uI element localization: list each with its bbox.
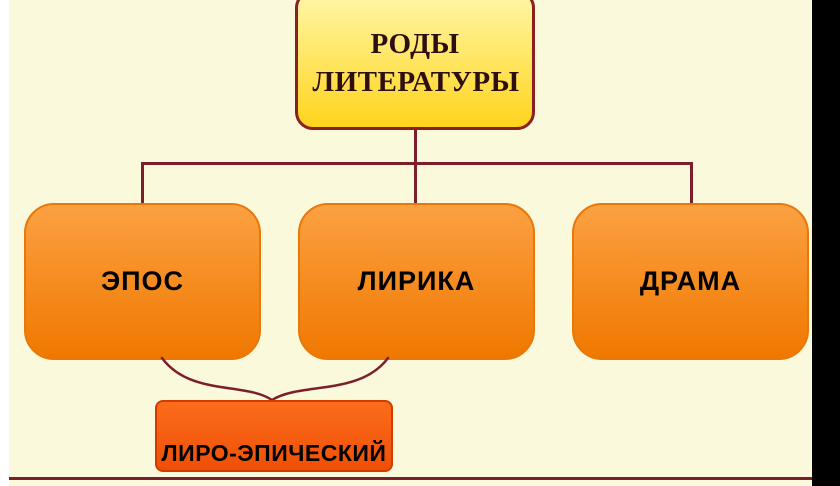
node-drama: ДРАМА <box>572 203 809 360</box>
right-black-bar <box>812 0 840 486</box>
node-lirika-label: ЛИРИКА <box>357 266 476 296</box>
node-title-rody-literatury: РОДЫ ЛИТЕРАТУРЫ <box>295 0 535 130</box>
connector-stub-lirika <box>414 162 417 205</box>
connector-horizontal <box>141 162 693 165</box>
title-label: РОДЫ ЛИТЕРАТУРЫ <box>312 28 520 98</box>
left-white-strip <box>0 0 9 486</box>
brace-connector <box>160 356 390 402</box>
node-liro-epic: ЛИРО-ЭПИЧЕСКИЙ <box>155 400 393 472</box>
node-liro-epic-label: ЛИРО-ЭПИЧЕСКИЙ <box>161 440 387 466</box>
node-epos-label: ЭПОС <box>100 266 185 296</box>
bottom-divider-line <box>9 477 812 480</box>
node-epos: ЭПОС <box>24 203 261 360</box>
connector-title-down <box>414 128 417 164</box>
connector-stub-drama <box>690 162 693 205</box>
node-lirika: ЛИРИКА <box>298 203 535 360</box>
node-drama-label: ДРАМА <box>639 266 742 296</box>
connector-stub-epos <box>141 162 144 205</box>
